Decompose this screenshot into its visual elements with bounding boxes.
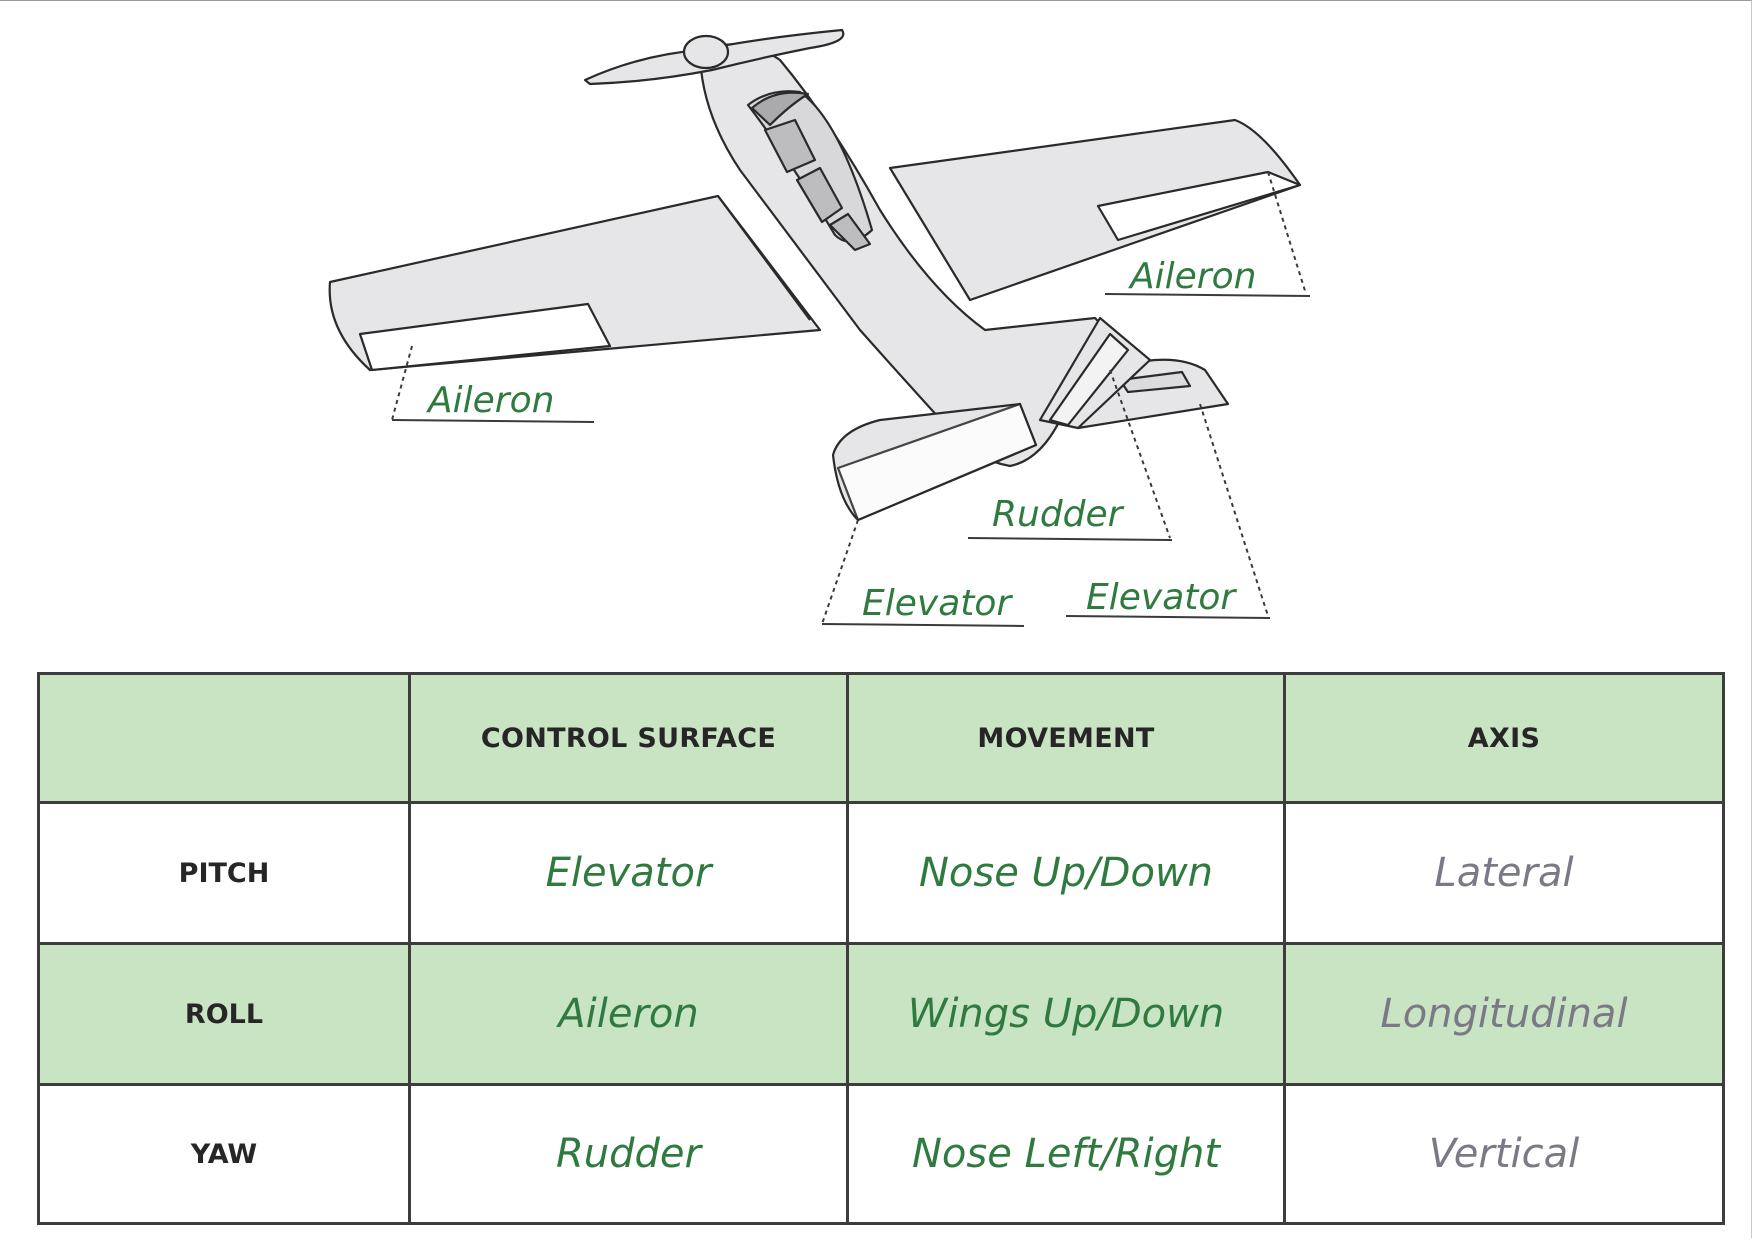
leader-rudder [1109,369,1171,539]
label-elevator-right: Elevator [1086,577,1237,618]
leader-elevator-right [1199,403,1269,617]
left-elevator-surface [836,402,1038,522]
header-axis: AXIS [1283,672,1725,804]
canopy-window-1 [763,118,817,174]
table-row-roll: ROLL Aileron Wings Up/Down Longitudinal [37,942,1725,1086]
leader-aileron-right [1267,171,1307,295]
label-aileron-right: Aileron [1128,256,1256,297]
table-row-yaw: YAW Rudder Nose Left/Right Vertical [37,1083,1725,1225]
callout-lines [391,171,1311,627]
header-blank [37,672,411,804]
right-aileron-surface [1096,170,1302,242]
airplane-illustration [328,28,1302,522]
underline-rudder [967,537,1173,541]
header-control-surface: CONTROL SURFACE [408,672,849,804]
movement-cell: Wings Up/Down [846,942,1286,1086]
control-surface-cell: Elevator [408,801,849,945]
table-row-pitch: PITCH Elevator Nose Up/Down Lateral [37,801,1725,945]
left-aileron-surface [358,302,612,372]
wing-root-line [717,195,811,321]
control-surface-cell: Rudder [408,1083,849,1225]
movement-cell: Nose Left/Right [846,1083,1286,1225]
label-rudder: Rudder [992,494,1125,535]
spinner [682,34,730,70]
row-label: ROLL [37,942,411,1086]
canopy-window-3 [828,212,872,252]
underline-aileron-right [1104,293,1311,297]
header-movement: MOVEMENT [846,672,1286,804]
axis-cell: Lateral [1283,801,1725,945]
flight-controls-table: CONTROL SURFACE MOVEMENT AXIS PITCH Elev… [37,672,1725,1225]
axis-cell: Vertical [1283,1083,1725,1225]
right-elevator-surface [1118,370,1192,394]
underline-elevator-right [1065,615,1271,619]
leader-elevator-left [821,519,859,625]
axis-cell: Longitudinal [1283,942,1725,1086]
row-label: PITCH [37,801,411,945]
label-elevator-left: Elevator [862,583,1013,624]
control-surface-cell: Aileron [408,942,849,1086]
table-header-row: CONTROL SURFACE MOVEMENT AXIS [37,672,1725,804]
cockpit-glass [750,91,810,127]
airplane-diagram: Aileron Aileron Rudder Elevator Elevator [328,28,1311,627]
canopy-window-2 [795,166,844,224]
movement-cell: Nose Up/Down [846,801,1286,945]
label-aileron-left: Aileron [426,380,554,421]
rudder-surface [1048,332,1130,427]
underline-aileron-left [391,419,595,423]
underline-elevator-left [821,623,1025,627]
row-label: YAW [37,1083,411,1225]
